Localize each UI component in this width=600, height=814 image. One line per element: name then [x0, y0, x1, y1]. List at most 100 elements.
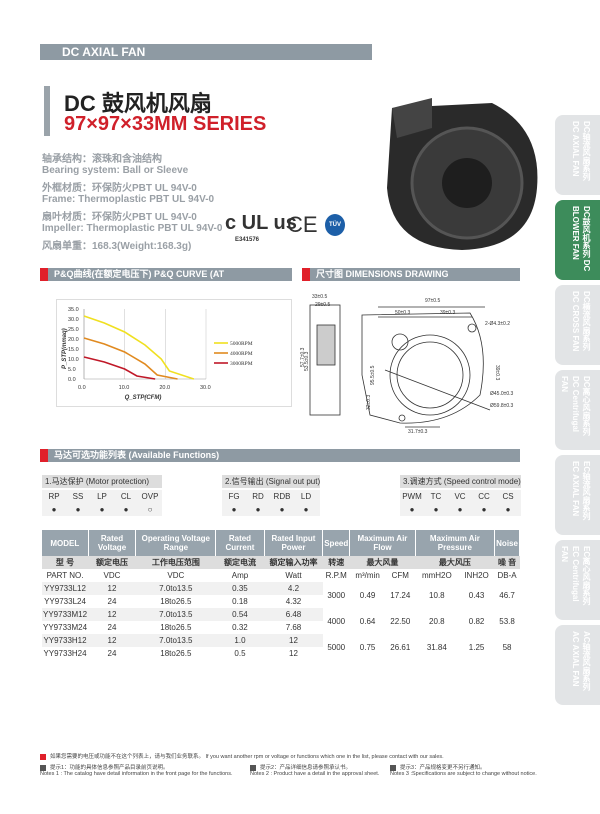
- table-row-cn: 型 号额定电压工作电压范围额定电流额定输入功率转速最大风量最大风压噪 音: [42, 556, 520, 569]
- y-tick-label: 35.0: [68, 307, 79, 313]
- spec-line: 轴承结构：滚珠和含油结构: [42, 154, 162, 165]
- table-cell: 0.5: [234, 649, 246, 658]
- column-header-cn: 额定电流: [215, 556, 265, 569]
- y-tick-label: 30.0: [68, 317, 79, 323]
- column-header-cn: 转速: [322, 556, 350, 569]
- spec-line: Frame: Thermoplastic PBT UL 94V-0: [42, 193, 215, 205]
- column-header: Maximum Air Flow: [349, 530, 416, 556]
- x-axis-label: Q_STP(CFM): [125, 395, 162, 401]
- function-code: SS: [72, 492, 84, 501]
- note-bullet-icon: [250, 764, 256, 771]
- sidebar-tab[interactable]: EC离心风扇系列 EC Centrifugal FAN: [555, 540, 600, 620]
- table-cell: 7.0to13.5: [135, 582, 216, 595]
- unit-cell: Watt: [285, 571, 302, 580]
- function-group-title: 3.调速方式 (Speed control mode): [400, 475, 521, 488]
- sidebar-tab[interactable]: EC轴流风扇系列 EC AXIAL FAN: [555, 455, 600, 535]
- column-header: Operating Voltage Range: [135, 530, 217, 556]
- series-line: [83, 337, 178, 380]
- column-header: Maximum Air Pressure: [415, 530, 496, 556]
- title-accent: [44, 86, 50, 136]
- sidebar-tab[interactable]: DC轴流风扇系列 DC AXIAL FAN: [555, 115, 600, 195]
- y-tick-label: 25.0: [68, 327, 79, 333]
- table-cell: YY9733L12: [42, 582, 89, 595]
- table-cell: YY9733M12: [42, 608, 89, 621]
- footer-note: 提示1：功能的具体信息参照产品目录前页说明。Notes 1 : The cata…: [40, 763, 233, 777]
- dim-label: 53.5±0.3: [304, 351, 310, 371]
- dim-label: 50±0.3: [395, 310, 410, 316]
- column-header: MODEL: [42, 530, 89, 556]
- table-cell: 18to26.5: [160, 597, 192, 606]
- dim-label: 32±0.3: [366, 395, 372, 410]
- table-cell: 0.18: [232, 597, 248, 606]
- table-cell-group: 5000: [322, 634, 350, 660]
- function-code: RP: [48, 492, 60, 501]
- series-title: 97×97×33MM SERIES: [64, 113, 267, 135]
- sidebar-tab[interactable]: AC轴流风扇系列 AC AXIAL FAN: [555, 625, 600, 705]
- x-tick-label: 30.0: [200, 385, 211, 391]
- y-tick-label: 5.0: [68, 367, 76, 373]
- function-availability: ●: [457, 505, 463, 514]
- function-availability: ○: [147, 505, 153, 514]
- dim-label: 95.5±0.5: [370, 365, 376, 385]
- column-header-cn: 型 号: [42, 556, 89, 569]
- table-cell-group: 0.75: [349, 634, 386, 660]
- pq-curve-header: P&Q曲线(在额定电压下) P&Q CURVE (AT RATEDVOLTAGE…: [40, 268, 292, 292]
- dim-label: 39±0.3: [440, 310, 455, 316]
- spec-line: Bearing system: Ball or Sleeve: [42, 164, 189, 176]
- ul-number: E341576: [235, 237, 260, 243]
- dim-label: 97±0.5: [425, 298, 440, 304]
- function-availability: ●: [481, 505, 487, 514]
- dimensions-drawing: 33±0.5 29±0.5 57.7±0.3 53.5±0.3 97±0.5 5…: [300, 294, 514, 435]
- sidebar-tab[interactable]: DC横流风扇系列 DC CROSS FAN: [555, 285, 600, 365]
- function-code: LP: [97, 492, 107, 501]
- spec-line: 扇叶材质：环保防火PBT UL 94V-0: [42, 212, 197, 223]
- unit-cell: mmH2O: [421, 571, 452, 580]
- unit-cell: Amp: [231, 571, 249, 580]
- table-cell: 18to26.5: [160, 649, 192, 658]
- tuv-cert-logo: TÜV: [325, 214, 345, 236]
- column-header: Speed: [322, 530, 351, 556]
- y-tick-label: 15.0: [68, 347, 79, 353]
- function-availability: ●: [433, 505, 439, 514]
- table-cell-group: 53.8: [494, 608, 520, 634]
- column-header-cn: 最大风量: [349, 556, 416, 569]
- function-code: CC: [478, 492, 490, 501]
- table-cell-group: 26.61: [385, 634, 416, 660]
- note-cn: 提示1：功能的具体信息参照产品目录前页说明。: [50, 765, 169, 771]
- table-cell-group: 0.82: [458, 608, 495, 634]
- table-cell-group: 0.64: [349, 608, 386, 634]
- function-code: OVP: [141, 492, 159, 501]
- column-header-cn: 噪 音: [494, 556, 520, 569]
- sidebar-tab[interactable]: DC离心风扇系列 DC Centrifugal FAN: [555, 370, 600, 450]
- table-cell-group: 31.84: [415, 634, 459, 660]
- series-line: [83, 356, 156, 380]
- dim-label: 29±0.5: [315, 302, 330, 308]
- unit-cell: INH2O: [464, 571, 489, 580]
- column-header-cn: 额定电压: [88, 556, 136, 569]
- spec-line: 风扇单重：168.3(Weight:168.3g): [42, 241, 192, 252]
- legend-label: 3000RPM: [230, 361, 253, 367]
- table-cell: YY9733L24: [44, 597, 86, 606]
- contact-note: 如果您需要的电压或功能不在这个列表上，请与我们业务联系。 If you want…: [40, 752, 444, 760]
- function-availability: ●: [303, 505, 309, 514]
- function-availability: ●: [75, 505, 81, 514]
- footer-note: 提示2：产品详细信息请参照承认书。Notes 2 : Product have …: [250, 763, 379, 777]
- column-header-cn: 额定输入功率: [264, 556, 323, 569]
- table-cell: 24: [107, 623, 117, 632]
- table-cell: 18to26.5: [160, 623, 192, 632]
- table-cell: 12: [289, 649, 298, 658]
- table-cell-group: 10.8: [415, 582, 459, 608]
- function-code: CS: [502, 492, 514, 501]
- table-cell-group: 46.7: [494, 582, 520, 608]
- function-availability: ●: [409, 505, 415, 514]
- table-cell: 12: [88, 608, 136, 621]
- table-cell-group: 4000: [322, 608, 350, 634]
- page-title: DC 鼓风机风扇: [64, 91, 212, 116]
- sidebar-tab[interactable]: DC鼓风机系列 DC BLOWER FAN: [555, 200, 600, 280]
